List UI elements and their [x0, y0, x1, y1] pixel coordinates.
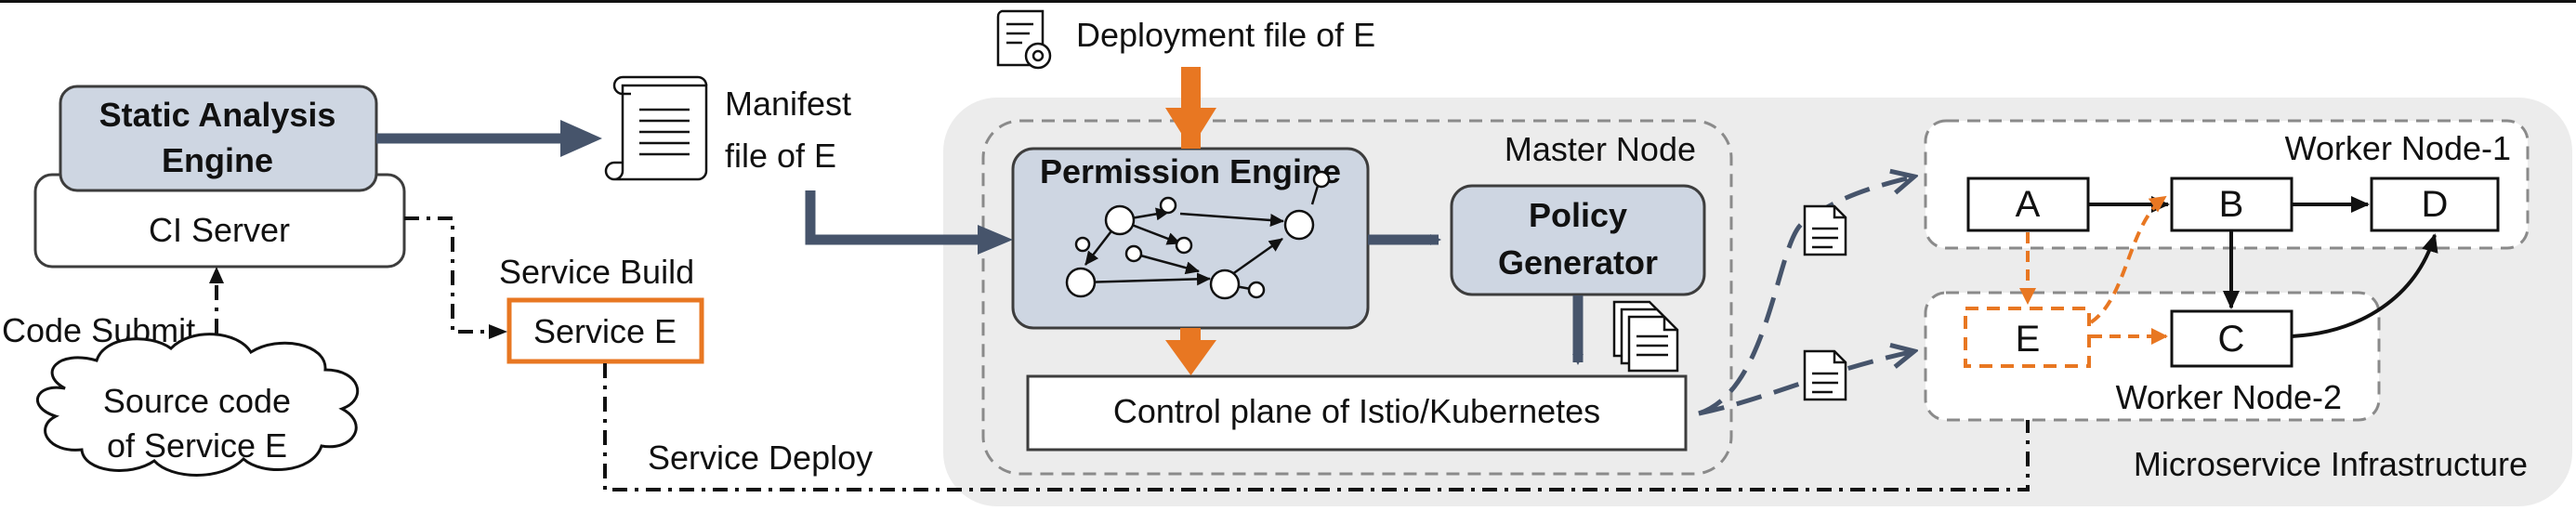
- policy-generator-box: [1450, 184, 1706, 296]
- node-a-box: [1966, 177, 2090, 232]
- node-e-box: [1964, 307, 2091, 368]
- infrastructure-label: Microservice Infrastructure: [2134, 445, 2528, 483]
- service-e-box: [506, 297, 704, 364]
- node-e-label: E: [2016, 319, 2041, 360]
- service-build-label: Service Build: [499, 253, 694, 291]
- ci-to-service-build-connector: [404, 216, 493, 334]
- permission-engine-label: Permission Engine: [1040, 152, 1341, 190]
- worker-node-2-label: Worker Node-2: [2116, 378, 2342, 416]
- service-e-label: Service E: [533, 312, 677, 350]
- service-deploy-label: Service Deploy: [648, 439, 873, 477]
- edge-c-to-d: [2291, 233, 2438, 338]
- manifest-to-permission-arrowhead: [978, 225, 1013, 255]
- node-a-label: A: [2016, 184, 2041, 225]
- manifest-line1: Manifest: [725, 85, 851, 123]
- deployment-file-label: Deployment file of E: [1076, 16, 1375, 54]
- edge-e-to-b-orange: [2089, 195, 2167, 324]
- node-d-label: D: [2422, 184, 2449, 225]
- master-node-title: Master Node: [1505, 130, 1696, 168]
- document-stack-icon: [1612, 300, 1679, 373]
- source-code-line2: of Service E: [107, 426, 287, 465]
- node-d-box: [2370, 177, 2500, 232]
- deployment-orange-arrowhead: [1165, 108, 1216, 149]
- policy-distribution-to-worker2: [1698, 351, 1914, 416]
- document-gear-icon: [996, 9, 1052, 70]
- manifest-line2: file of E: [725, 137, 836, 175]
- node-c-box: [2170, 309, 2293, 368]
- node-c-label: C: [2218, 319, 2245, 360]
- permission-graph-icon: [1065, 170, 1331, 300]
- node-b-label: B: [2219, 184, 2244, 225]
- static-analysis-line2: Engine: [162, 141, 273, 179]
- manifest-to-permission-arrow: [805, 190, 985, 245]
- source-code-cloud: [35, 333, 360, 477]
- scroll-document-icon: [604, 75, 708, 181]
- control-plane-label: Control plane of Istio/Kubernetes: [1113, 392, 1600, 430]
- ci-to-service-build-arrowhead: [489, 324, 507, 339]
- service-deploy-connector: [603, 363, 2030, 491]
- worker-node-1-label: Worker Node-1: [2285, 129, 2511, 167]
- permission-to-control-orange-shaft: [1180, 328, 1201, 343]
- policy-document-icon: [1803, 349, 1847, 401]
- analysis-to-manifest-arrowhead: [560, 120, 602, 157]
- permission-to-control-orange-arrowhead: [1165, 340, 1216, 375]
- source-code-line1: Source code: [103, 382, 291, 420]
- policy-distribution-to-worker1: [1698, 177, 1914, 416]
- static-analysis-line1: Static Analysis: [99, 96, 336, 134]
- ci-server-label: CI Server: [149, 211, 290, 249]
- policy-generator-line1: Policy: [1529, 196, 1627, 234]
- code-submit-label: Code Submit: [2, 311, 195, 349]
- policy-document-icon: [1803, 204, 1847, 256]
- policy-generator-line2: Generator: [1498, 243, 1658, 282]
- control-plane-box: [1026, 374, 1688, 452]
- code-submit-arrowhead: [209, 267, 224, 283]
